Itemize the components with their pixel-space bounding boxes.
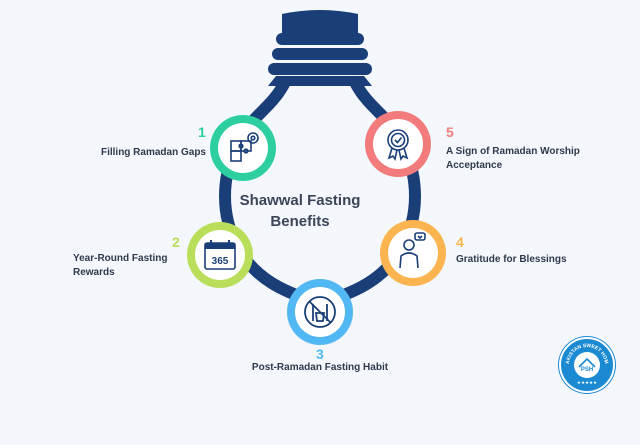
logo-stars: ★★★★★ bbox=[577, 380, 597, 386]
step-4-label: Gratitude for Blessings bbox=[456, 253, 616, 267]
diagram-title-line-1: Shawwal Fasting bbox=[239, 192, 361, 209]
step-5-label-line-1: A Sign of Ramadan Worship bbox=[446, 146, 580, 157]
logo-graphic: PAKISTAN SWEET HOME PSH ★★★★★ bbox=[559, 335, 611, 389]
diagram-title: Shawwal Fasting Benefits bbox=[230, 190, 370, 232]
step-1-label: Filling Ramadan Gaps bbox=[60, 146, 206, 160]
grateful-person-icon bbox=[399, 232, 426, 269]
step-4-number: 4 bbox=[456, 234, 464, 250]
step-2-number: 2 bbox=[172, 234, 180, 250]
step-2-label: Year-Round Fasting Rewards bbox=[73, 252, 193, 280]
calendar-365-icon: 365 bbox=[204, 240, 236, 270]
site-logo: PAKISTAN SWEET HOME PSH ★★★★★ bbox=[559, 335, 615, 393]
puzzle-gear-icon bbox=[230, 132, 259, 162]
step-4-label-line-1: Gratitude for Blessings bbox=[456, 254, 567, 265]
bulb-cap bbox=[268, 10, 372, 86]
calendar-number: 365 bbox=[212, 256, 229, 267]
step-5-label-line-2: Acceptance bbox=[446, 160, 503, 171]
step-3-label: Post-Ramadan Fasting Habit bbox=[226, 361, 414, 375]
step-3-number: 3 bbox=[316, 346, 324, 362]
step-1-label-line-1: Filling Ramadan Gaps bbox=[100, 147, 206, 158]
step-4-node bbox=[380, 220, 446, 286]
step-1-node bbox=[210, 115, 276, 181]
logo-center-text: PSH bbox=[581, 367, 593, 373]
step-5-label: A Sign of Ramadan Worship Acceptance bbox=[446, 145, 616, 173]
step-3-node bbox=[287, 279, 353, 345]
step-3-label-line-1: Post-Ramadan Fasting Habit bbox=[251, 362, 389, 373]
diagram-title-line-2: Benefits bbox=[270, 213, 330, 230]
award-badge-icon bbox=[387, 129, 409, 162]
step-1-number: 1 bbox=[198, 124, 206, 140]
step-5-node bbox=[365, 111, 431, 177]
step-2-label-line-1: Year-Round Fasting bbox=[73, 253, 168, 264]
step-5-number: 5 bbox=[446, 124, 454, 140]
no-eating-icon bbox=[304, 296, 336, 328]
step-2-label-line-2: Rewards bbox=[73, 267, 115, 278]
step-2-node: 365 bbox=[187, 222, 253, 288]
